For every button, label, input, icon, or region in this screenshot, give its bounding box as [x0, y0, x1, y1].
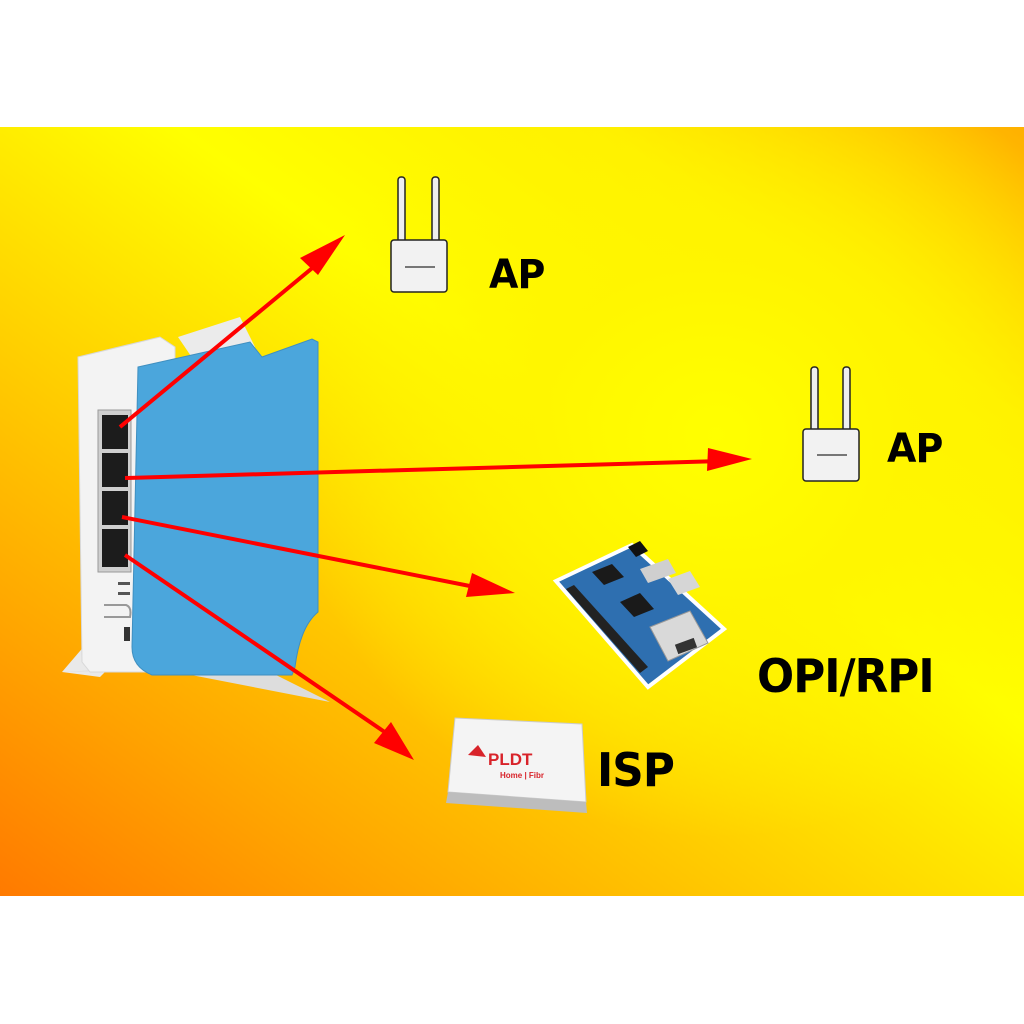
label-sbc: OPI/RPI [757, 649, 935, 703]
ethernet-port-2[interactable] [102, 453, 128, 487]
modem-brand: PLDT [488, 750, 533, 769]
usb-port [124, 627, 130, 641]
usb-connector [640, 559, 676, 583]
diagram-canvas: PLDT Home | Fibr AP AP OPI/RPI ISP [0, 127, 1024, 896]
ap-brand-mark [405, 266, 435, 268]
access-point-1 [390, 176, 448, 293]
isp-modem: PLDT Home | Fibr [446, 717, 587, 813]
arrowhead-icon [466, 573, 515, 597]
soc-chip-icon [620, 593, 654, 617]
arrowhead-icon [374, 722, 414, 760]
arrow-to-sbc [121, 515, 491, 592]
router-foot [62, 667, 330, 702]
power-jack [628, 541, 648, 557]
arrowhead-icon [300, 235, 345, 275]
reset-button [104, 604, 132, 618]
usb-connector [668, 571, 700, 595]
sbc-board [552, 541, 728, 690]
led-indicator [118, 592, 130, 595]
router-device [62, 317, 330, 702]
led-indicator [118, 582, 130, 585]
label-ap2: AP [887, 426, 943, 472]
ethernet-ports [102, 415, 128, 567]
label-isp: ISP [597, 743, 675, 797]
connection-arrows [118, 235, 752, 760]
chip-icon [592, 564, 624, 585]
label-ap1: AP [489, 252, 545, 298]
arrow-to-ap1 [118, 258, 324, 429]
ethernet-jack-opening [674, 637, 698, 655]
ethernet-port-1[interactable] [102, 415, 128, 449]
gpio-header [566, 585, 648, 673]
access-point-2 [802, 366, 860, 482]
ethernet-port-4[interactable] [102, 529, 128, 567]
modem-subbrand: Home | Fibr [500, 771, 544, 780]
arrowhead-icon [707, 448, 752, 471]
arrow-to-isp [123, 553, 394, 739]
pldt-logo-icon [468, 745, 486, 757]
arrow-to-ap2 [124, 459, 723, 480]
modem-stand [446, 792, 587, 813]
ap-brand-mark [817, 454, 847, 456]
